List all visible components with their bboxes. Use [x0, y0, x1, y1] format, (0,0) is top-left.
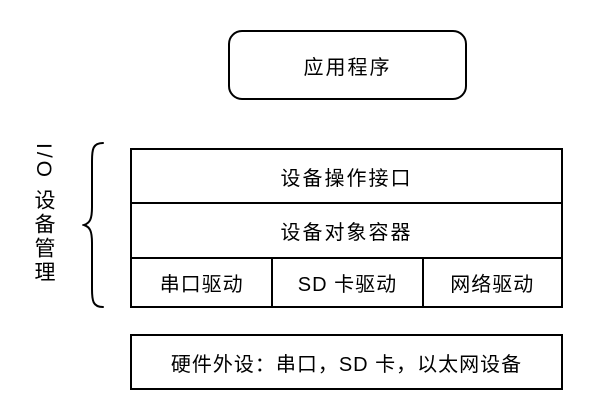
serial-driver-cell: 串口驱动 [132, 259, 274, 306]
device-interface-label: 设备操作接口 [280, 167, 413, 190]
serial-driver-label: 串口驱动 [159, 274, 244, 296]
driver-row: 串口驱动 SD 卡驱动 网络驱动 [132, 259, 561, 306]
hardware-peripherals-box: 硬件外设：串口，SD 卡，以太网设备 [130, 334, 563, 390]
sd-card-driver-cell: SD 卡驱动 [273, 259, 424, 306]
hardware-peripherals-label: 硬件外设：串口，SD 卡，以太网设备 [170, 353, 523, 376]
io-management-side-label: I/O 设备管理 [32, 143, 55, 285]
network-driver-cell: 网络驱动 [424, 259, 561, 306]
device-container-label: 设备对象容器 [280, 222, 413, 244]
io-management-stack: 设备操作接口 设备对象容器 串口驱动 SD 卡驱动 网络驱动 [130, 148, 563, 308]
application-box: 应用程序 [228, 30, 467, 100]
curly-brace-icon [82, 142, 104, 308]
application-label: 应用程序 [303, 56, 392, 79]
network-driver-label: 网络驱动 [450, 274, 535, 296]
device-interface-row: 设备操作接口 [132, 150, 561, 204]
device-container-row: 设备对象容器 [132, 204, 561, 259]
sd-card-driver-label: SD 卡驱动 [297, 274, 398, 296]
